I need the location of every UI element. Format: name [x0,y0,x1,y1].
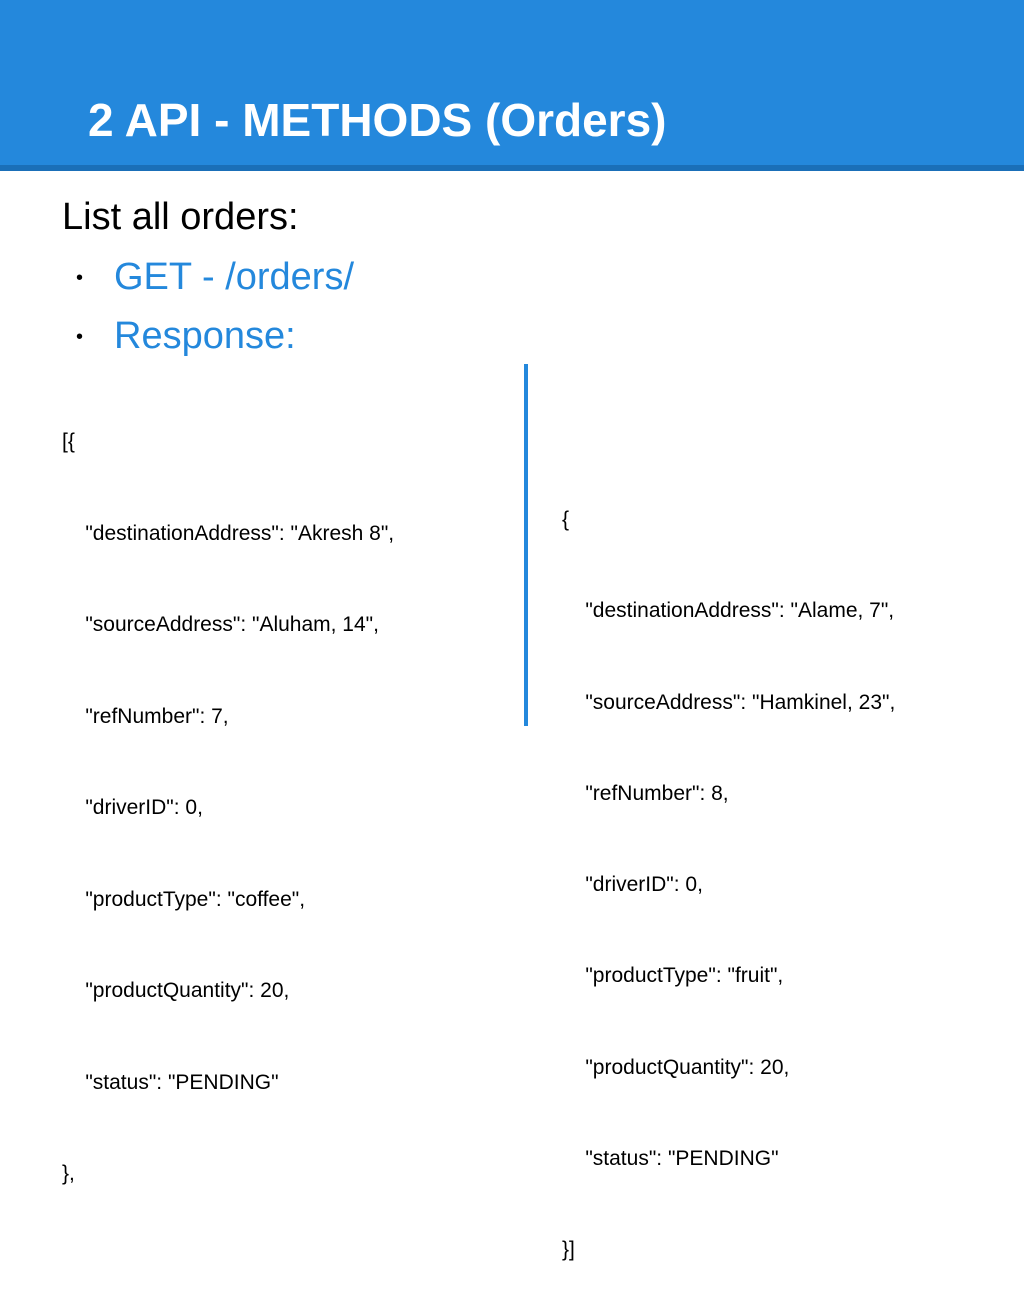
section-heading: List all orders: [62,196,299,238]
code-line: }] [562,1238,575,1262]
code-line: "productQuantity": 20, [562,1055,790,1079]
bullet-icon: • [76,267,84,289]
code-line: "sourceAddress": "Aluham, 14", [62,613,379,636]
code-line: { [562,508,570,531]
code-line: }, [62,1162,75,1185]
code-line: "status": "PENDING" [62,1070,279,1094]
code-line: "driverID": 0, [62,796,203,819]
bullet-text-endpoint: GET - /orders/ [114,256,355,298]
bullet-text-response: Response: [114,315,296,357]
response-json-second-order: { "destinationAddress": "Alame, 7", "sou… [562,444,895,1296]
code-line: "destinationAddress": "Akresh 8", [62,521,395,545]
slide-title: 2 API - METHODS (Orders) [88,94,667,146]
code-line: "productType": "coffee", [62,887,306,911]
code-line: "sourceAddress": "Hamkinel, 23", [562,690,896,714]
code-line: [{ [62,430,75,453]
title-bar-shadow [0,165,1024,171]
code-line: "refNumber": 7, [62,704,229,728]
response-json-first-order: [{ "destinationAddress": "Akresh 8", "so… [62,366,394,1220]
title-bar [0,0,1024,165]
code-line: "status": "PENDING" [562,1147,779,1171]
code-line: "productQuantity": 20, [62,979,290,1002]
code-line: "refNumber": 8, [562,781,729,805]
code-line: "productType": "fruit", [562,964,784,988]
bullet-icon: • [76,326,84,348]
column-divider [524,364,528,726]
code-line: "driverID": 0, [562,873,703,897]
code-line: "destinationAddress": "Alame, 7", [562,599,895,623]
